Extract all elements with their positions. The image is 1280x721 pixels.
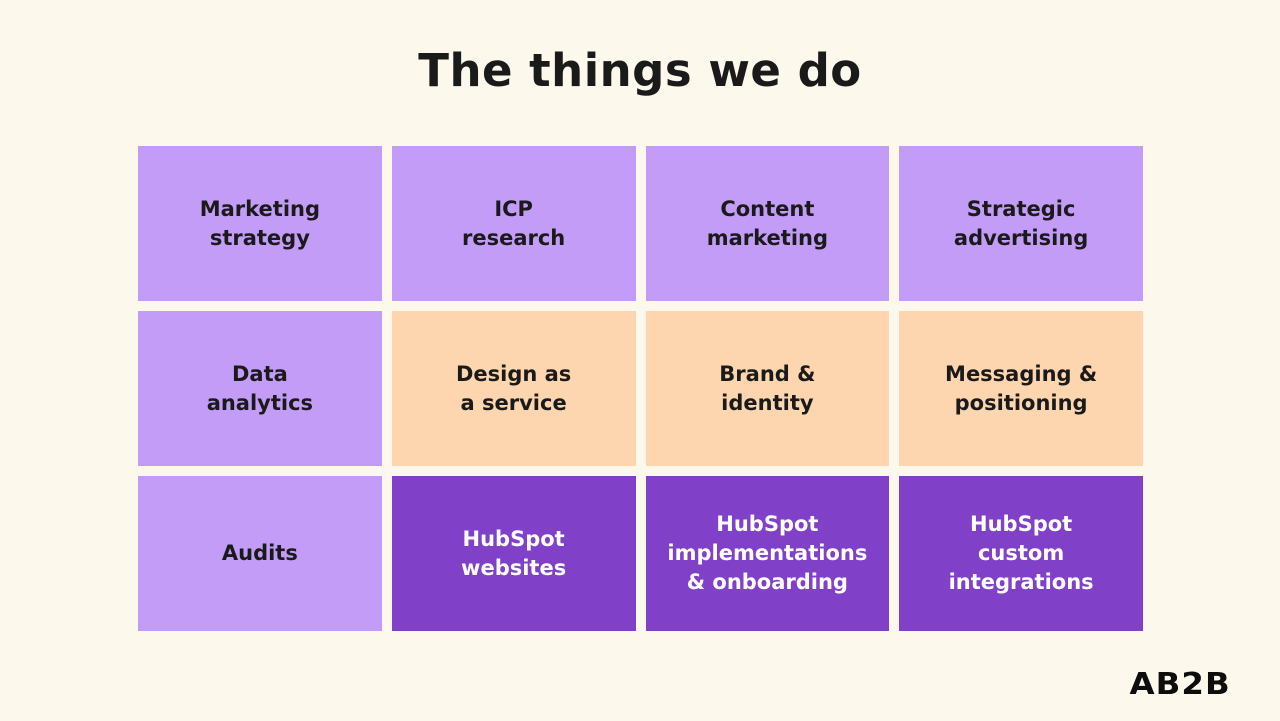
tile-icp-research: ICP research	[391, 146, 636, 301]
page-title: The things we do	[418, 44, 862, 97]
tile-brand-identity: Brand & identity	[645, 311, 890, 466]
tile-messaging-positioning: Messaging & positioning	[899, 311, 1143, 466]
tile-hubspot-websites: HubSpot websites	[391, 476, 636, 631]
tile-audits: Audits	[138, 476, 382, 631]
tile-design-as-a-service: Design as a service	[391, 311, 636, 466]
tile-content-marketing: Content marketing	[645, 146, 890, 301]
ab2b-logo: AB2B	[1129, 667, 1231, 702]
tile-data-analytics: Data analytics	[138, 311, 382, 466]
tile-strategic-advertising: Strategic advertising	[899, 146, 1143, 301]
tile-hubspot-custom-integrations: HubSpot custom integrations	[899, 476, 1143, 631]
tile-hubspot-implementations-onboarding: HubSpot implementations & onboarding	[645, 476, 890, 631]
tile-marketing-strategy: Marketing strategy	[138, 146, 382, 301]
services-grid: Marketing strategy ICP research Content …	[138, 146, 1143, 631]
